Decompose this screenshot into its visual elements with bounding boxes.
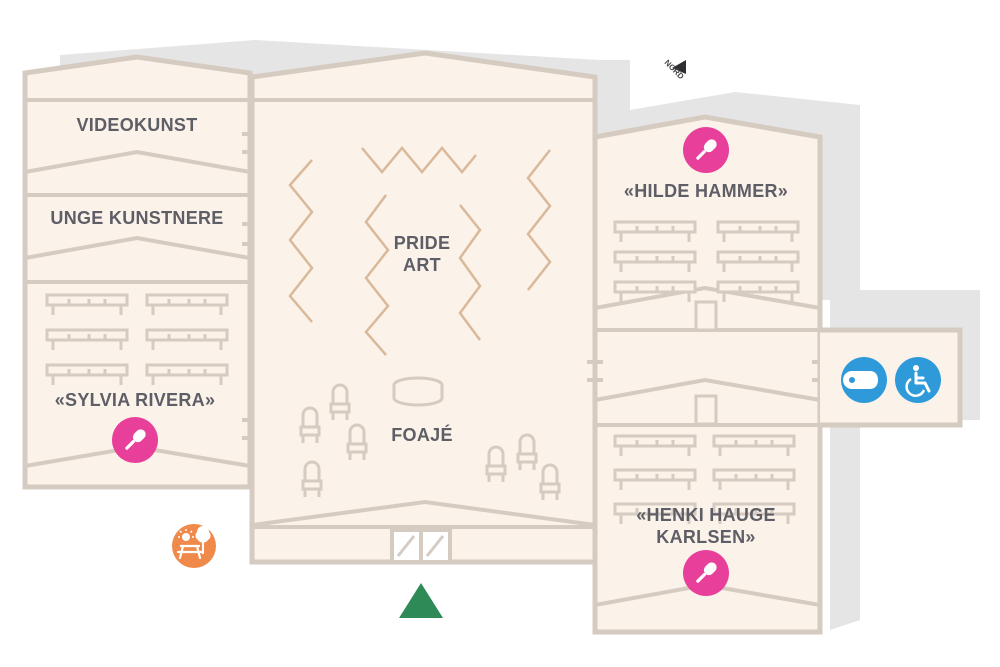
room-label-foaje[interactable]: FOAJÉ	[391, 424, 453, 445]
room-label-henki-line1[interactable]: «HENKI HAUGE	[636, 505, 776, 525]
outdoor-picnic-icon[interactable]	[172, 524, 216, 568]
compass-north: NORD	[663, 58, 686, 81]
microphone-icon[interactable]	[112, 417, 158, 463]
entrance-doors	[390, 528, 452, 564]
room-label-videokunst[interactable]: VIDEOKUNST	[76, 115, 197, 135]
toilet-paper-icon[interactable]	[841, 357, 887, 403]
room-label-hilde-hammer[interactable]: «HILDE HAMMER»	[624, 181, 788, 201]
room-label-henki-line2[interactable]: KARLSEN»	[656, 527, 755, 547]
room-label-unge-kunstnere[interactable]: UNGE KUNSTNERE	[50, 208, 223, 228]
pride-art-installation	[288, 146, 552, 356]
foaje-furniture	[299, 376, 561, 502]
microphone-icon[interactable]	[683, 550, 729, 596]
microphone-icon[interactable]	[683, 127, 729, 173]
entrance-arrow-icon[interactable]	[399, 583, 443, 618]
room-label-pride-art-line2[interactable]: ART	[403, 255, 441, 275]
wheelchair-icon[interactable]	[895, 357, 941, 403]
room-label-pride-art-line1[interactable]: PRIDE	[394, 233, 451, 253]
room-label-sylvia-rivera[interactable]: «SYLVIA RIVERA»	[55, 390, 216, 410]
